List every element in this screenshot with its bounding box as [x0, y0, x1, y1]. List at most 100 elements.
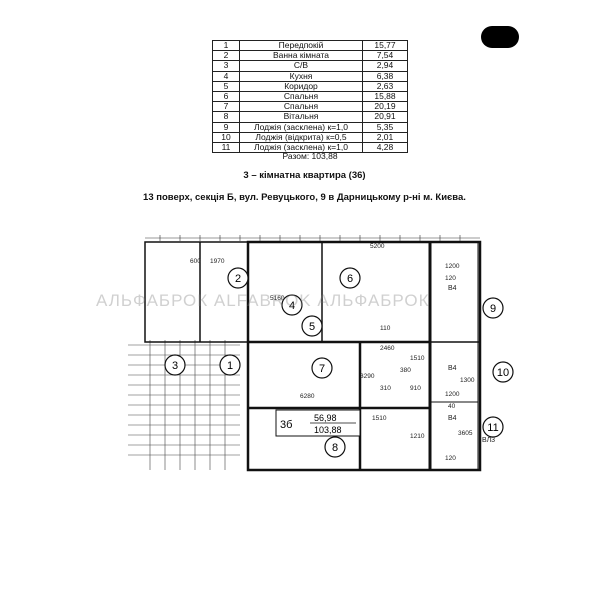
dimension-label: 1200 [445, 391, 460, 398]
room-area-cell: 20,19 [362, 101, 408, 113]
room-marker-number: 9 [490, 303, 496, 315]
room-marker-number: 6 [347, 273, 353, 285]
dimension-label: 1300 [460, 377, 475, 384]
room-marker: 11 [482, 416, 504, 438]
room-marker-number: 10 [497, 367, 509, 379]
room-marker: 8 [324, 436, 346, 458]
room-marker-circle [219, 354, 241, 376]
room-name-cell: Ванна кімната [239, 50, 363, 62]
room-no-cell: 9 [212, 121, 240, 133]
room-marker-circle [339, 267, 361, 289]
walls [144, 240, 482, 472]
room-name-cell: Передпокій [239, 39, 363, 52]
room-name-cell: Коридор [239, 80, 363, 93]
room-no-cell: 10 [212, 131, 240, 144]
dimension-label: 1510 [372, 415, 387, 422]
room-no-cell: 1 [212, 39, 240, 52]
room-no-cell: 2 [212, 50, 240, 62]
room-no-cell: 3 [212, 60, 240, 72]
redaction-mark [481, 26, 519, 48]
room-marker: 7 [311, 357, 333, 379]
room-marker-circle [311, 357, 333, 379]
room-marker-circle [281, 294, 303, 316]
room-marker: 2 [227, 267, 249, 289]
apartment-title: 3 – кімнатна квартира (36) [243, 170, 366, 181]
room-no-cell: 5 [212, 80, 240, 93]
stair-hatching [128, 340, 240, 470]
dimension-label: 600 [190, 258, 201, 265]
area-badge-total: 103,88 [314, 425, 342, 435]
dimension-label: 6280 [300, 393, 315, 400]
room-no-cell: 8 [212, 111, 240, 123]
room-name-cell: С/В [239, 60, 363, 72]
apartment-address: 13 поверх, секція Б, вул. Ревуцького, 9 … [143, 192, 466, 203]
room-area-cell: 7,54 [362, 50, 408, 62]
room-marker-circle [492, 361, 514, 383]
room-area-cell: 2,94 [362, 60, 408, 72]
room-marker-circle [324, 436, 346, 458]
dimension-label: 380 [400, 367, 411, 374]
room-marker-number: 11 [487, 422, 498, 434]
plan-label: В4 [448, 365, 457, 372]
dimension-label: 910 [410, 385, 421, 392]
dimension-label: 5160 [270, 295, 285, 302]
room-area-cell: 4,28 [362, 142, 408, 154]
room-area-cell: 6,38 [362, 70, 408, 82]
room-marker-circle [227, 267, 249, 289]
room-area-cell: 15,88 [362, 91, 408, 103]
room-marker: 3 [164, 354, 186, 376]
room-area-cell: 5,35 [362, 121, 408, 133]
total-area: Разом: 103,88 [282, 151, 338, 161]
room-marker: 9 [482, 297, 504, 319]
room-area-cell: 2,01 [362, 131, 408, 144]
room-marker-number: 1 [227, 360, 233, 372]
room-name-cell: Спальня [239, 91, 363, 103]
room-marker-number: 8 [332, 442, 338, 454]
dimension-label: 1970 [210, 258, 225, 265]
dimension-label: 120 [445, 455, 456, 462]
room-marker-circle [301, 315, 323, 337]
room-no-cell: 4 [212, 70, 240, 82]
room-marker: 5 [301, 315, 323, 337]
plan-label: В4 [448, 415, 457, 422]
dimension-label: 1200 [445, 263, 460, 270]
room-name-cell: Лоджія (відкрита) к=0,5 [239, 131, 363, 144]
dimension-label: 1510 [410, 355, 425, 362]
room-marker-circle [482, 416, 504, 438]
plan-label: В4 [448, 285, 457, 292]
room-name-cell: Вітальня [239, 111, 363, 123]
room-no-cell: 7 [212, 101, 240, 113]
watermark: АЛЬФАБРОК ALFABROK АЛЬФАБРОК [96, 291, 430, 310]
area-badge: 3б 56,98 103,88 [275, 409, 361, 437]
dimension-label: 3290 [360, 373, 375, 380]
area-badge-living: 56,98 [314, 413, 337, 423]
plan-label: ВЛ3 [482, 437, 495, 444]
room-name-cell: Лоджія (засклена) к=1,0 [239, 121, 363, 133]
room-marker-number: 5 [309, 321, 315, 333]
room-marker: 1 [219, 354, 241, 376]
room-area-cell: 2,63 [362, 80, 408, 93]
room-marker-circle [164, 354, 186, 376]
room-marker-circle [482, 297, 504, 319]
room-marker: 10 [492, 361, 514, 383]
room-marker: 6 [339, 267, 361, 289]
dimension-label: 1210 [410, 433, 425, 440]
room-marker: 4 [281, 294, 303, 316]
room-name-cell: Кухня [239, 70, 363, 82]
room-area-cell: 15,77 [362, 39, 408, 52]
room-marker-number: 7 [319, 363, 325, 375]
room-marker-number: 2 [235, 273, 241, 285]
